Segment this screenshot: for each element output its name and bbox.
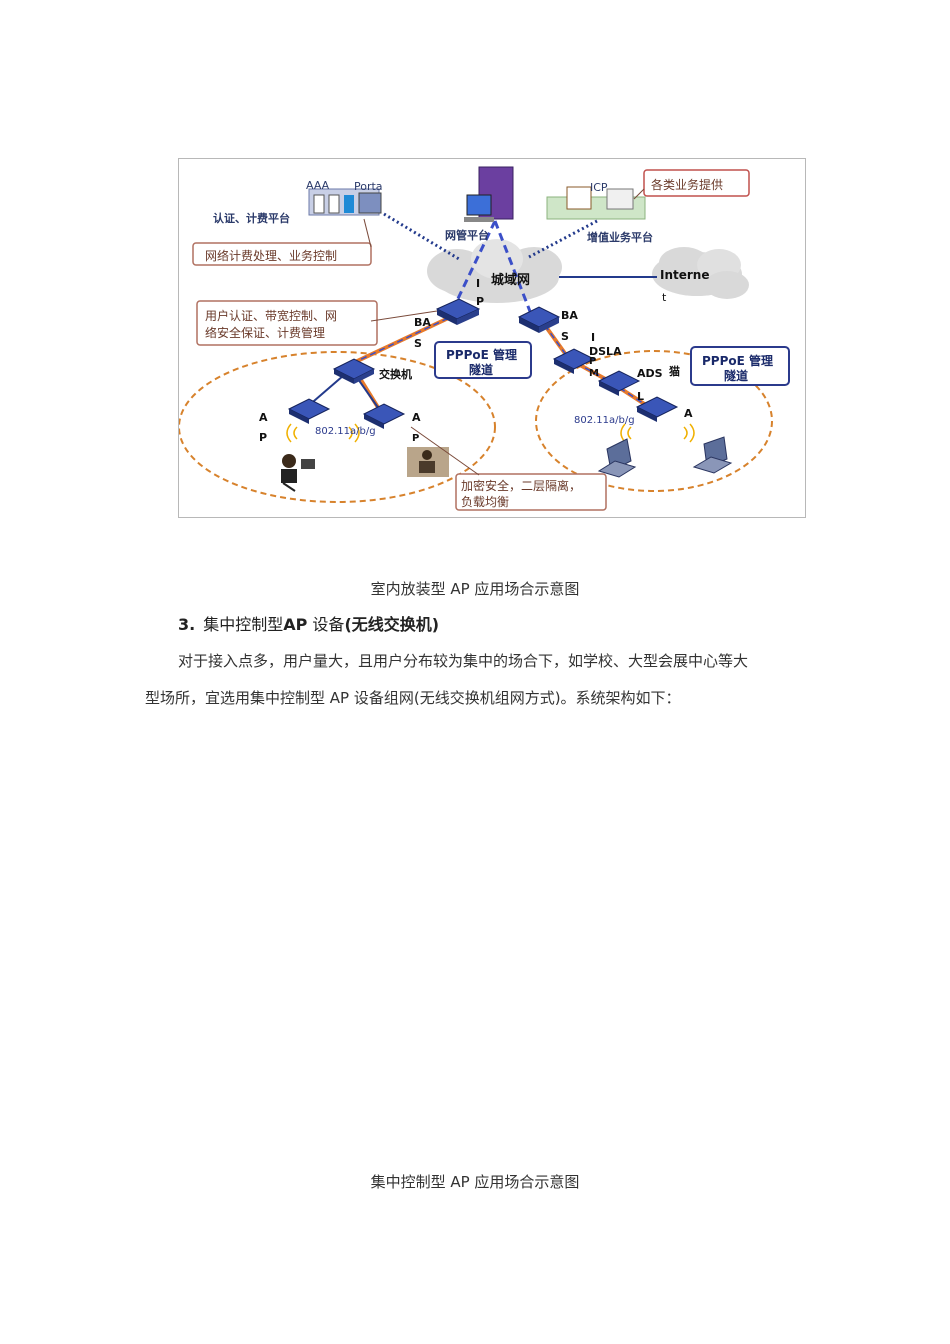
metro-label: 城域网	[491, 272, 530, 288]
auth-platform-label: 认证、计费平台	[213, 211, 290, 225]
nms-label: 网管平台	[445, 228, 489, 242]
portal-label: Porta	[354, 180, 383, 193]
section-title-prefix: 集中控制型	[203, 615, 284, 634]
metro-cloud	[427, 239, 562, 303]
icp-label: ICP	[590, 181, 608, 194]
bas-right-label: BA	[561, 309, 578, 322]
ip-i-label: I	[476, 277, 480, 290]
pppoe-left-text-2: 隧道	[469, 362, 493, 377]
ap-right-device	[635, 396, 679, 422]
ap-a-right-label: A	[684, 407, 693, 420]
ap-p-mid-label: P	[412, 433, 419, 444]
ip-i2-label: I	[591, 331, 595, 344]
services-callout-text: 各类业务提供	[651, 177, 723, 192]
aaa-label: AAA	[306, 179, 330, 192]
ap-left-device	[287, 398, 331, 424]
internet-t-label: t	[662, 291, 667, 304]
nms-link-left	[452, 220, 497, 308]
internet-label: Interne	[660, 268, 709, 282]
ap-a-mid-label: A	[412, 411, 421, 424]
dslam-device	[552, 348, 596, 374]
switch-label: 交换机	[379, 367, 412, 381]
section-title-ap: AP	[283, 615, 308, 634]
section-number: 3.	[178, 615, 196, 634]
vas-platform-label: 增值业务平台	[587, 230, 653, 244]
figure-indoor-ap-diagram: AAA Porta 认证、计费平台 网管平台 ICP 增值业务平台 各类业务提供…	[178, 158, 806, 518]
billing-callout	[192, 242, 372, 266]
bas-left-s-label: S	[414, 337, 422, 350]
internet-cloud	[652, 247, 749, 299]
billing-callout-text: 网络计费处理、业务控制	[205, 248, 337, 263]
aaa-portal-servers	[308, 188, 382, 216]
nms-computer-icon	[464, 166, 514, 222]
security-text-2: 负载均衡	[461, 495, 509, 509]
user-desk-icon	[281, 454, 315, 492]
dslam-label: DSLA	[589, 345, 622, 358]
wlan-left-label: 802.11a/b/g	[315, 426, 376, 437]
pppoe-right-callout	[690, 346, 790, 386]
bas-left-label: BA	[414, 316, 431, 329]
mao-label: 猫	[669, 364, 680, 378]
paragraph-line-1: 对于接入点多，用户量大，且用户分布较为集中的场合下，如学校、大型会展中心等大	[178, 652, 749, 670]
ap-mid-device	[362, 403, 406, 429]
user-auth-callout	[196, 300, 378, 346]
switch-device	[332, 358, 376, 384]
l-label: L	[637, 390, 644, 403]
laptop-right-icon	[692, 436, 733, 474]
section-heading: 3. 集中控制型AP 设备(无线交换机)	[178, 611, 439, 635]
wireless-waves	[286, 423, 695, 443]
body-paragraph: 对于接入点多，用户量大，且用户分布较为集中的场合下，如学校、大型会展中心等大 型…	[145, 643, 810, 717]
services-callout	[643, 169, 750, 197]
vas-platform-icon	[546, 186, 646, 220]
ap-p-left-label: P	[259, 431, 267, 444]
adsl-modem-device	[597, 370, 641, 396]
figure2-caption: 集中控制型 AP 应用场合示意图	[370, 1173, 580, 1191]
pppoe-right-text-1: PPPoE 管理	[702, 353, 773, 368]
bas-left-device	[435, 298, 481, 325]
pppoe-left-text-1: PPPoE 管理	[446, 347, 517, 362]
right-coverage-ellipse	[535, 350, 773, 492]
security-callout	[455, 473, 607, 511]
wlan-right-label: 802.11a/b/g	[574, 415, 635, 426]
m-label: M	[589, 368, 599, 379]
section-title-suffix: 设备	[307, 615, 345, 634]
office-worker-photo	[407, 447, 449, 477]
laptop-left-icon	[597, 438, 637, 478]
ap-a-left-label: A	[259, 411, 268, 424]
network-diagram-svg: AAA Porta 认证、计费平台 网管平台 ICP 增值业务平台 各类业务提供…	[179, 166, 790, 511]
paragraph-line-2: 型场所，宜选用集中控制型 AP 设备组网(无线交换机组网方式)。系统架构如下：	[145, 689, 681, 707]
nms-link-right	[493, 220, 533, 315]
figure1-caption: 室内放装型 AP 应用场合示意图	[370, 580, 580, 598]
security-text-1: 加密安全，二层隔离，	[461, 478, 581, 493]
user-auth-text-2: 络安全保证、计费管理	[205, 325, 325, 340]
user-auth-text-1: 用户认证、带宽控制、网	[205, 308, 337, 323]
ads-label: ADS	[637, 367, 663, 380]
bas-right-s-label: S	[561, 330, 569, 343]
pppoe-left-callout	[434, 341, 532, 379]
left-coverage-ellipse	[179, 351, 496, 503]
pppoe-right-text-2: 隧道	[724, 368, 748, 383]
bas-right-device	[517, 306, 561, 333]
section-title-paren: (无线交换机)	[344, 615, 440, 634]
ip-p-label: P	[476, 295, 484, 308]
ip-p2-label: P	[589, 356, 596, 367]
